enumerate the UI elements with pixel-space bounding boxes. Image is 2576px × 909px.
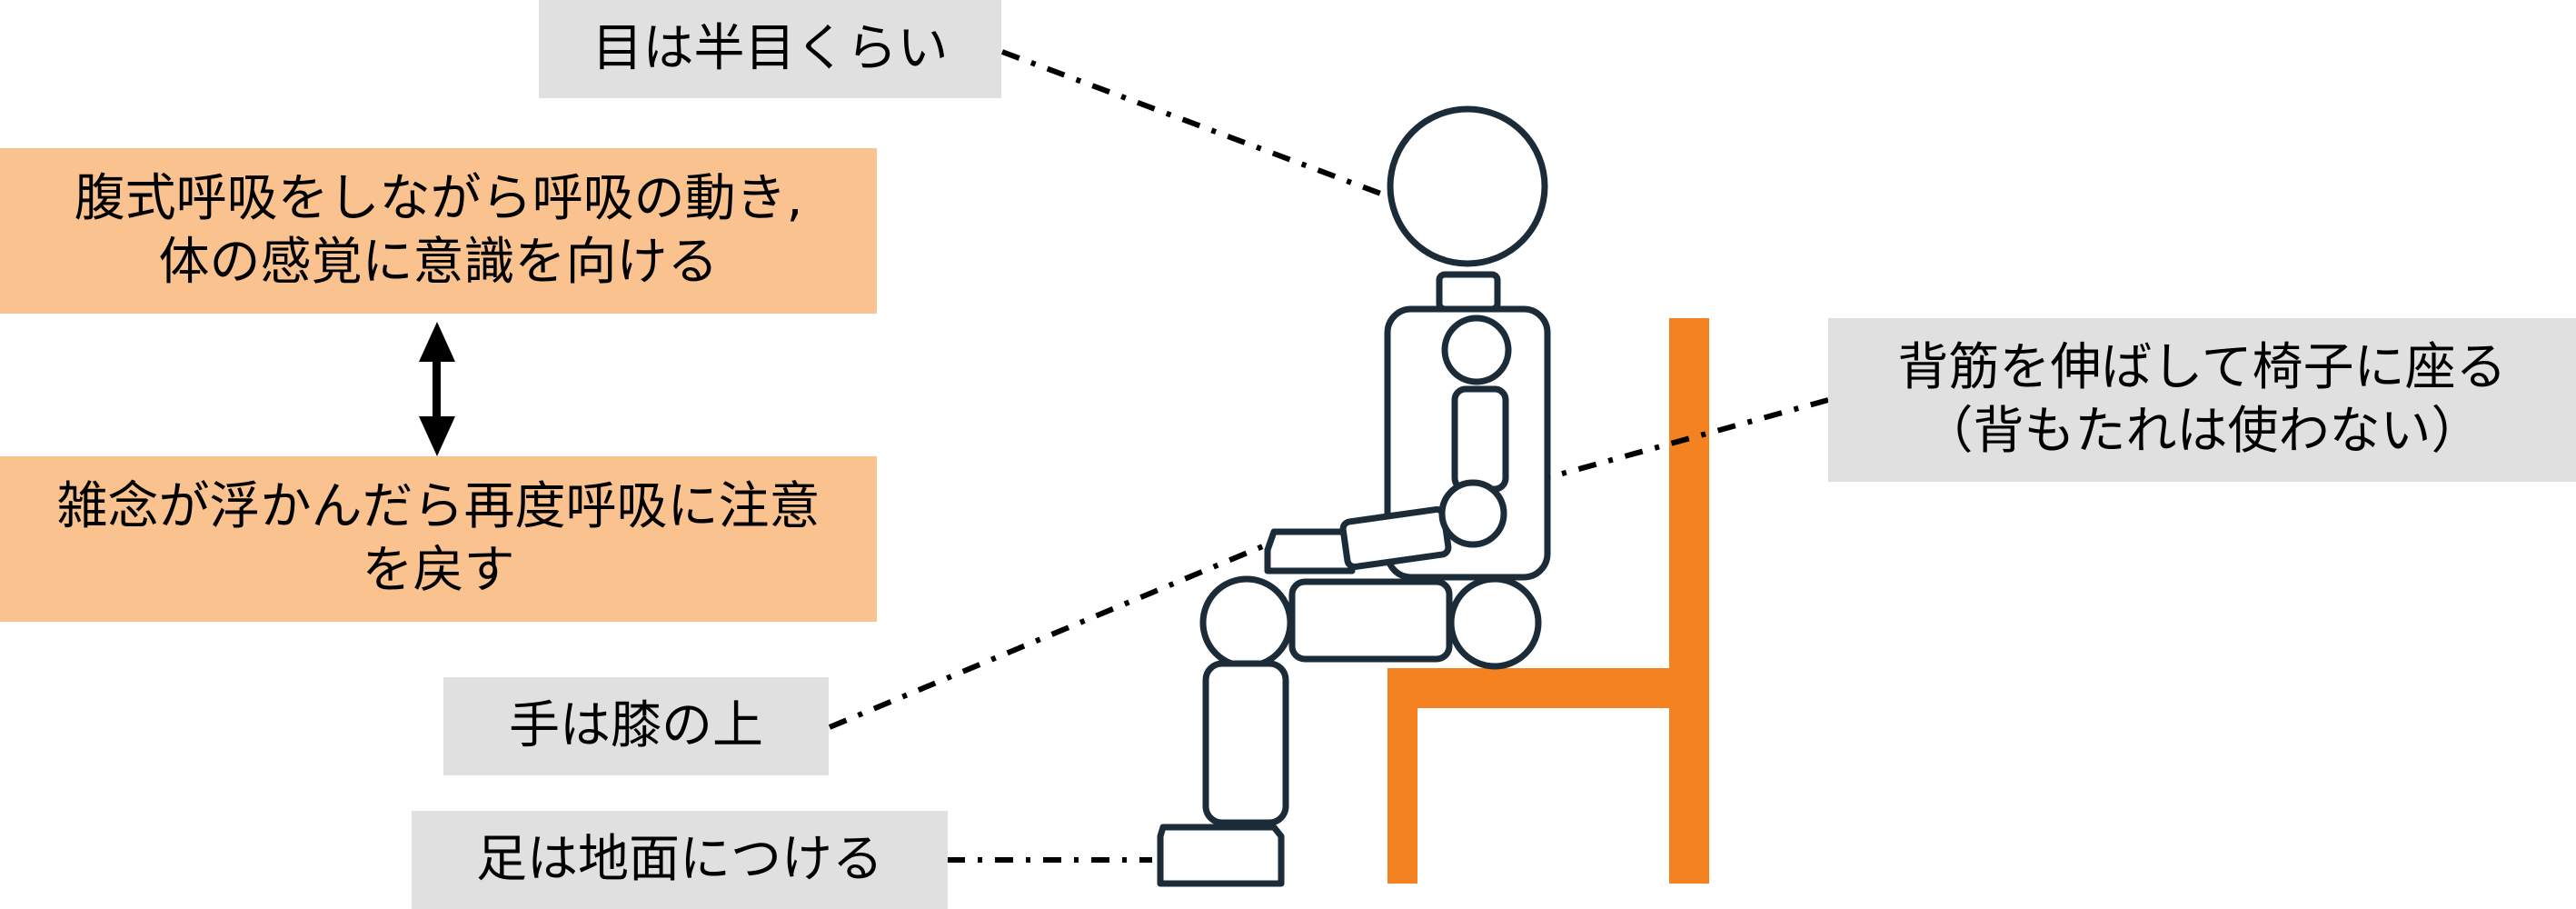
figure-upper-arm <box>1451 385 1509 493</box>
label-refocus-line2: を戻す <box>362 541 515 600</box>
figure-head <box>1387 105 1548 267</box>
label-hands-text: 手は膝の上 <box>509 696 763 755</box>
chair-seat <box>1387 668 1709 708</box>
figure-forearm <box>1339 505 1452 571</box>
label-refocus: 雑念が浮かんだら再度呼吸に注意 を戻す <box>0 456 877 622</box>
figure-hand <box>1264 528 1356 574</box>
figure-foot <box>1157 824 1285 887</box>
label-feet-text: 足は地面につける <box>476 830 883 889</box>
label-back-line1: 背筋を伸ばして椅子に座る <box>1897 338 2507 397</box>
leader-line-eyes <box>1000 49 1387 198</box>
figure-knee <box>1199 575 1294 670</box>
figure-hip <box>1447 575 1542 670</box>
label-hands: 手は膝の上 <box>443 677 829 775</box>
figure-shin <box>1202 660 1289 826</box>
chair-front-leg <box>1387 668 1417 884</box>
double-arrow-head-up <box>419 322 455 362</box>
figure-neck <box>1436 271 1501 313</box>
chair-back-leg <box>1679 708 1709 884</box>
double-arrow-head-down <box>419 416 455 456</box>
double-arrow-shaft <box>433 345 441 435</box>
label-eyes: 目は半目くらい <box>539 0 1001 98</box>
figure-thigh <box>1288 578 1453 663</box>
double-arrow-icon <box>419 322 455 456</box>
label-back-line2: （背もたれは使わない） <box>1922 402 2482 461</box>
label-breathing-line2: 体の感覚に意識を向ける <box>158 233 719 292</box>
label-breathing-line1: 腹式呼吸をしながら呼吸の動き, <box>74 169 803 228</box>
leader-lines <box>828 49 1829 863</box>
chair <box>1387 318 1709 884</box>
label-refocus-line1: 雑念が浮かんだら再度呼吸に注意 <box>56 477 821 536</box>
label-eyes-text: 目は半目くらい <box>592 19 949 78</box>
leader-line-back <box>1548 397 1829 480</box>
figure-elbow <box>1438 479 1507 548</box>
label-feet: 足は地面につける <box>412 811 948 909</box>
leader-line-hands <box>828 541 1271 730</box>
label-breathing: 腹式呼吸をしながら呼吸の動き, 体の感覚に意識を向ける <box>0 148 877 314</box>
figure-shoulder <box>1441 315 1512 385</box>
seated-figure <box>1157 105 1551 887</box>
label-back: 背筋を伸ばして椅子に座る （背もたれは使わない） <box>1828 318 2576 482</box>
